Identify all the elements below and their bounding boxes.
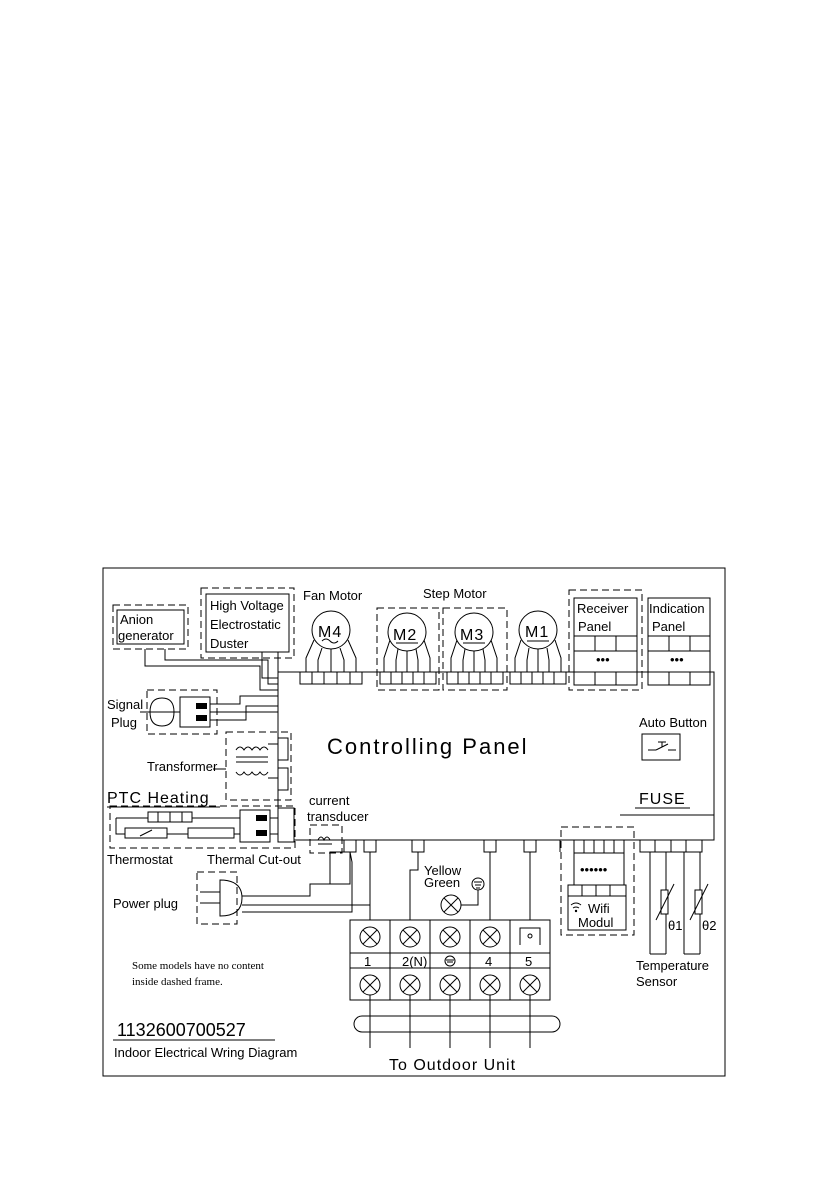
svg-text:Panel: Panel	[578, 619, 611, 634]
svg-text:Sensor: Sensor	[636, 974, 678, 989]
indication-panel: Indication Panel •••	[647, 597, 711, 686]
svg-text:Auto Button: Auto Button	[639, 715, 707, 730]
svg-text:•••: •••	[596, 652, 610, 667]
step-motor-m3: M3	[442, 607, 508, 691]
wifi-icon	[570, 902, 582, 909]
svg-text:Plug: Plug	[111, 715, 137, 730]
svg-text:current: current	[309, 793, 350, 808]
current-transducer: current transducer	[307, 793, 537, 854]
svg-text:θ1: θ1	[668, 918, 682, 933]
svg-text:4: 4	[485, 954, 492, 969]
step-motor-m1: M1	[509, 610, 567, 685]
svg-text:Modul: Modul	[578, 915, 614, 930]
high-voltage-duster: High Voltage Electrostatic Duster	[200, 587, 295, 679]
svg-text:Transformer: Transformer	[147, 759, 218, 774]
note-line-1: Some models have no content	[132, 960, 264, 972]
svg-text:generator: generator	[118, 628, 174, 643]
svg-text:FUSE: FUSE	[639, 791, 686, 808]
svg-text:M2: M2	[393, 627, 417, 644]
signal-plug: Signal Plug	[107, 689, 278, 735]
to-outdoor-label: To Outdoor Unit	[389, 1057, 516, 1074]
svg-text:transducer: transducer	[307, 809, 369, 824]
step-motor-label: Step Motor	[423, 586, 487, 601]
controlling-panel-label: Controlling Panel	[327, 734, 529, 759]
thermostat-label: Thermostat	[107, 852, 173, 867]
thermal-cutout-label: Thermal Cut-out	[207, 852, 301, 867]
step-motor-m2: M2	[376, 607, 440, 691]
svg-text:Panel: Panel	[652, 619, 685, 634]
svg-text:Power plug: Power plug	[113, 896, 178, 911]
svg-text:Electrostatic: Electrostatic	[210, 617, 281, 632]
svg-text:••••••: ••••••	[580, 862, 608, 877]
auto-button: Auto Button	[639, 715, 707, 761]
fan-motor: Fan Motor M4	[299, 588, 363, 685]
svg-text:Yellow: Yellow	[424, 863, 462, 878]
svg-text:1: 1	[364, 954, 371, 969]
receiver-panel: Receiver Panel •••	[568, 589, 643, 691]
svg-text:2(N): 2(N)	[402, 954, 427, 969]
wifi-module: •••••• Wifi Modul	[560, 826, 635, 936]
anion-generator: Anion generator	[112, 604, 278, 691]
svg-text:PTC Heating: PTC Heating	[107, 790, 210, 807]
svg-text:Temperature: Temperature	[636, 958, 709, 973]
svg-text:M3: M3	[460, 627, 484, 644]
diagram-title: Indoor Electrical Wring Diagram	[114, 1045, 297, 1060]
svg-text:High Voltage: High Voltage	[210, 598, 284, 613]
svg-text:Fan Motor: Fan Motor	[303, 588, 363, 603]
svg-text:Indication: Indication	[649, 601, 705, 616]
document-code: 1132600700527	[117, 1020, 246, 1040]
svg-text:θ2: θ2	[702, 918, 716, 933]
note-line-2: inside dashed frame.	[132, 976, 223, 988]
svg-text:Wifi: Wifi	[588, 901, 610, 916]
svg-text:5: 5	[525, 954, 532, 969]
transformer: Transformer	[147, 731, 292, 801]
ground-wire: Yellow Green	[424, 863, 485, 916]
svg-text:Receiver: Receiver	[577, 601, 629, 616]
fuse: FUSE	[620, 791, 714, 816]
svg-text:Anion: Anion	[120, 612, 153, 627]
svg-text:M1: M1	[525, 624, 549, 641]
ptc-heating: PTC Heating	[107, 790, 296, 849]
svg-text:Duster: Duster	[210, 636, 249, 651]
svg-text:Green: Green	[424, 875, 460, 890]
svg-text:•••: •••	[670, 652, 684, 667]
diagram-frame	[102, 567, 726, 1077]
terminal-block: 1 2(N) 4 5	[349, 919, 551, 1001]
power-plug: Power plug	[113, 851, 370, 925]
svg-text:Signal: Signal	[107, 697, 143, 712]
svg-text:M4: M4	[318, 624, 342, 641]
temperature-sensor: θ1 θ2 Temperature Sensor	[636, 839, 716, 989]
outdoor-cable	[353, 995, 561, 1048]
ground-symbol-icon	[444, 955, 456, 967]
